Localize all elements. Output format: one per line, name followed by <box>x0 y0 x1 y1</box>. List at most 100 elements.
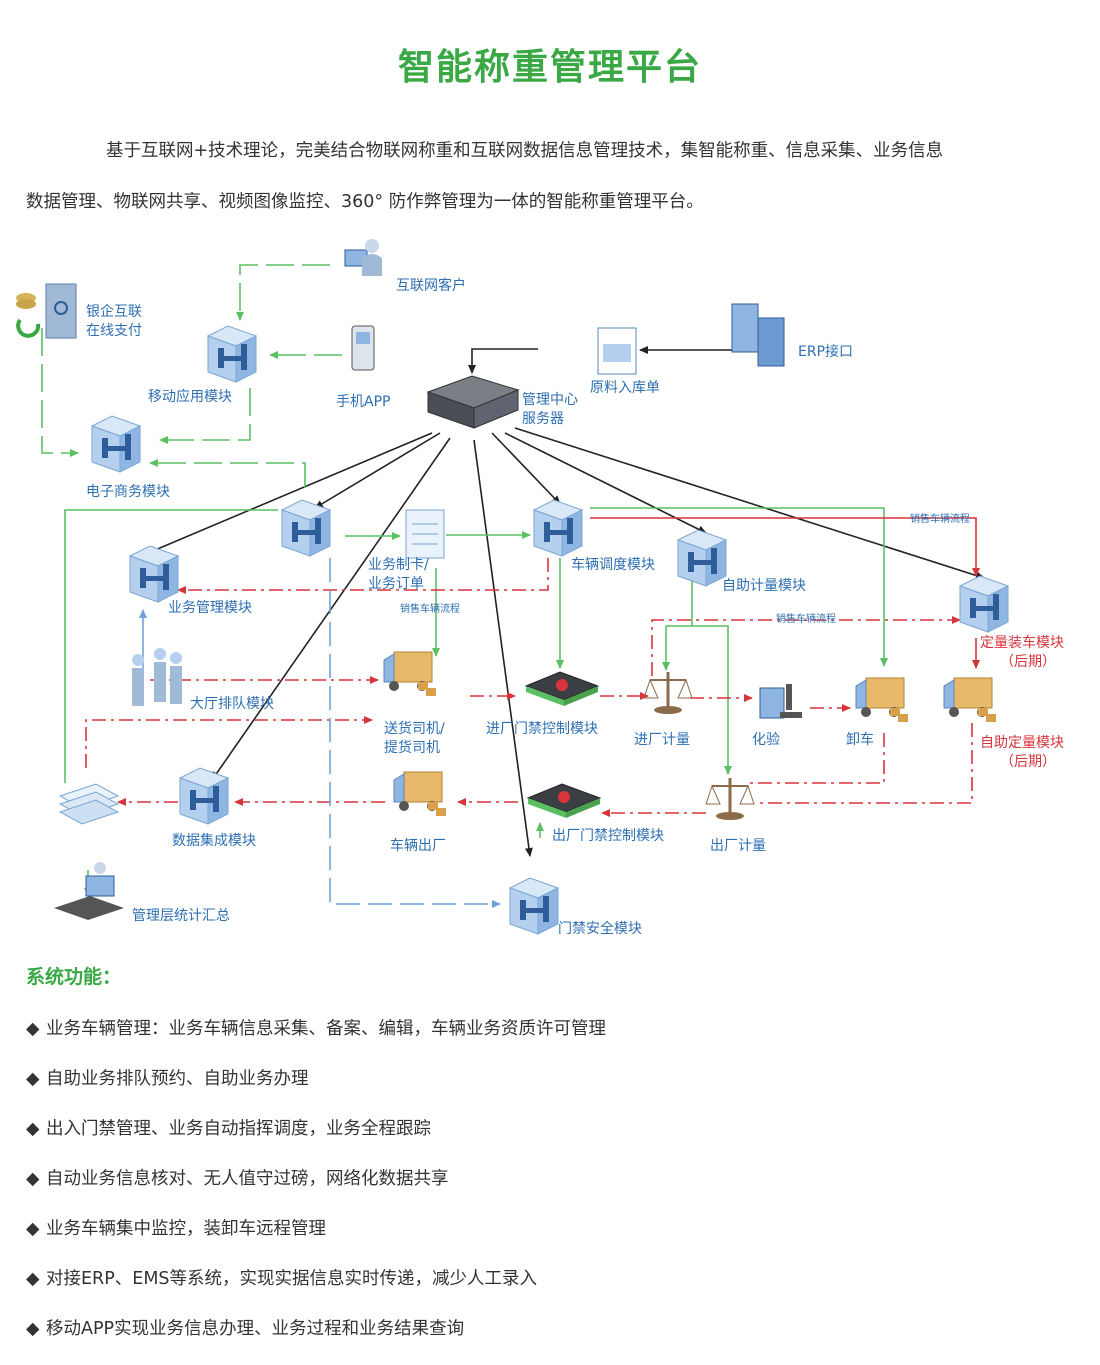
report-stack-node <box>58 783 120 825</box>
label-bank-payment-2: 在线支付 <box>86 323 142 339</box>
label-driver-1: 送货司机/ <box>384 720 445 737</box>
label-lab-test: 化验 <box>752 732 780 748</box>
label-business-card-1: 业务制卡/ <box>368 557 429 573</box>
document-stack-icon <box>405 509 445 559</box>
quant-loading-node: 定量装车模块 （后期） <box>959 575 1064 670</box>
label-sales-flow-2: 销售车辆流程 <box>910 512 970 525</box>
label-unload: 卸车 <box>846 731 874 748</box>
phone-app-node: 手机APP <box>336 325 390 410</box>
mobile-module-node: 移动应用模块 <box>148 325 257 405</box>
gate-security-node: 门禁安全模块 <box>509 877 642 937</box>
label-self-weigh: 自助计量模块 <box>722 578 806 594</box>
label-mobile-module: 移动应用模块 <box>148 388 232 405</box>
label-raw-material: 原料入库单 <box>590 380 660 396</box>
ecommerce-module-node: 电子商务模块 <box>86 415 170 500</box>
vehicle-dispatch-node: 车辆调度模块 <box>533 499 655 573</box>
module-cube-icon <box>179 767 229 825</box>
diamond-bullet-icon: ◆ <box>26 1069 40 1089</box>
feature-text: 自助业务排队预约、自助业务办理 <box>46 1069 309 1089</box>
feature-item: ◆ 出入门禁管理、业务自动指挥调度，业务全程跟踪 <box>26 1115 431 1140</box>
label-exit-weigh: 出厂计量 <box>710 838 766 854</box>
erp-node: ERP接口 <box>731 303 853 367</box>
feature-item: ◆ 自助业务排队预约、自助业务办理 <box>26 1065 309 1090</box>
loading-truck-icon <box>943 677 997 723</box>
diamond-bullet-icon: ◆ <box>26 1319 40 1339</box>
label-bank-payment-1: 银企互联 <box>86 303 142 320</box>
delivery-truck-icon <box>383 651 437 697</box>
internet-customer-node: 互联网客户 <box>344 239 466 294</box>
erp-server-rack-icon <box>731 303 785 367</box>
features-title: 系统功能： <box>26 966 122 988</box>
label-business-mgmt: 业务管理模块 <box>168 600 252 616</box>
spreadsheet-icon <box>597 327 637 375</box>
label-quant-loading-2: （后期） <box>1000 654 1056 670</box>
server-node: 管理中心 服务器 <box>426 375 578 429</box>
label-server-1: 管理中心 <box>522 392 578 408</box>
exit-gate-node: 出厂门禁控制模块 <box>527 783 664 844</box>
diamond-bullet-icon: ◆ <box>26 1169 40 1189</box>
people-queue-icon <box>132 648 182 706</box>
label-self-quant-1: 自助定量模块 <box>980 735 1064 751</box>
entry-gate-node: 进厂门禁控制模块 <box>486 671 599 737</box>
intro-line-2: 数据管理、物联网共享、视频图像监控、360° 防作弊管理为一体的智能称重管理平台… <box>26 192 704 212</box>
label-driver-2: 提货司机 <box>384 739 440 756</box>
vehicle-exit-node: 车辆出厂 <box>390 771 447 854</box>
label-server-2: 服务器 <box>522 411 564 427</box>
mobile-phone-icon <box>351 325 375 371</box>
label-mgmt-stats: 管理层统计汇总 <box>132 908 230 924</box>
microscope-icon <box>759 684 802 719</box>
business-card-node: 业务制卡/ 业务订单 销售车辆流程 <box>368 509 460 615</box>
feature-item: ◆ 业务车辆集中监控，装卸车远程管理 <box>26 1215 326 1240</box>
feature-item: ◆业务车辆管理：业务车辆信息采集、备案、编辑，车辆业务资质许可管理 <box>26 1015 606 1040</box>
diamond-bullet-icon: ◆ <box>26 1269 40 1289</box>
diamond-bullet-icon: ◆ <box>26 1119 40 1139</box>
label-hall-queue: 大厅排队模块 <box>190 696 274 712</box>
data-integration-node: 数据集成模块 <box>172 767 256 849</box>
feature-text: 移动APP实现业务信息办理、业务过程和业务结果查询 <box>46 1319 465 1339</box>
bank-safe-icon <box>16 283 77 339</box>
label-internet-customer: 互联网客户 <box>396 277 466 294</box>
weighing-scale-icon <box>704 776 756 822</box>
module-cube-icon <box>281 499 331 557</box>
red-flow-lines <box>85 517 980 817</box>
label-gate-security: 门禁安全模块 <box>558 920 642 937</box>
label-business-card-2: 业务订单 <box>368 576 424 592</box>
hall-queue-node: 大厅排队模块 <box>132 648 274 712</box>
server-icon <box>426 375 520 429</box>
exit-truck-icon <box>393 771 447 817</box>
feature-item: ◆ 对接ERP、EMS等系统，实现实据信息实时传递，减少人工录入 <box>26 1265 537 1290</box>
feature-text: 出入门禁管理、业务自动指挥调度，业务全程跟踪 <box>46 1119 431 1139</box>
module-cube-icon <box>677 529 727 587</box>
module-cube-icon <box>207 325 257 383</box>
diamond-bullet-icon: ◆ <box>26 1019 40 1039</box>
module-cube-icon <box>129 545 179 603</box>
system-architecture-diagram: 银企互联 在线支付 互联网客户 ERP接口 原料入库单 管理 <box>16 239 1064 937</box>
person-computer-icon <box>344 239 382 276</box>
gate-control-icon <box>527 783 601 819</box>
feature-text: 对接ERP、EMS等系统，实现实据信息实时传递，减少人工录入 <box>46 1269 538 1289</box>
module-cube-icon <box>91 415 141 473</box>
self-quant-node: 自助定量模块 （后期） <box>943 677 1064 770</box>
page-title: 智能称重管理平台 <box>397 47 702 88</box>
module-cube-icon <box>959 575 1009 633</box>
feature-text: 自动业务信息核对、无人值守过磅，网络化数据共享 <box>46 1169 449 1189</box>
self-weigh-node: 自助计量模块 <box>677 529 806 594</box>
label-vehicle-exit: 车辆出厂 <box>390 837 446 854</box>
feature-item: ◆ 自动业务信息核对、无人值守过磅，网络化数据共享 <box>26 1165 449 1190</box>
label-entry-gate: 进厂门禁控制模块 <box>486 721 598 737</box>
label-phone-app: 手机APP <box>336 394 390 410</box>
feature-item: ◆ 移动APP实现业务信息办理、业务过程和业务结果查询 <box>26 1315 464 1340</box>
center-module-node <box>281 499 331 557</box>
label-data-integration: 数据集成模块 <box>172 832 256 849</box>
label-quant-loading-1: 定量装车模块 <box>980 634 1064 651</box>
label-vehicle-dispatch: 车辆调度模块 <box>571 556 655 573</box>
module-cube-icon <box>509 877 559 935</box>
raw-material-node: 原料入库单 <box>590 327 660 396</box>
feature-text: 业务车辆集中监控，装卸车远程管理 <box>46 1219 326 1239</box>
diamond-bullet-icon: ◆ <box>26 1219 40 1239</box>
label-exit-gate: 出厂门禁控制模块 <box>552 828 664 844</box>
entry-weigh-node: 进厂计量 <box>634 670 694 748</box>
label-entry-weigh: 进厂计量 <box>634 732 690 748</box>
report-stack-icon <box>58 783 120 825</box>
lab-test-node: 化验 <box>752 684 802 748</box>
